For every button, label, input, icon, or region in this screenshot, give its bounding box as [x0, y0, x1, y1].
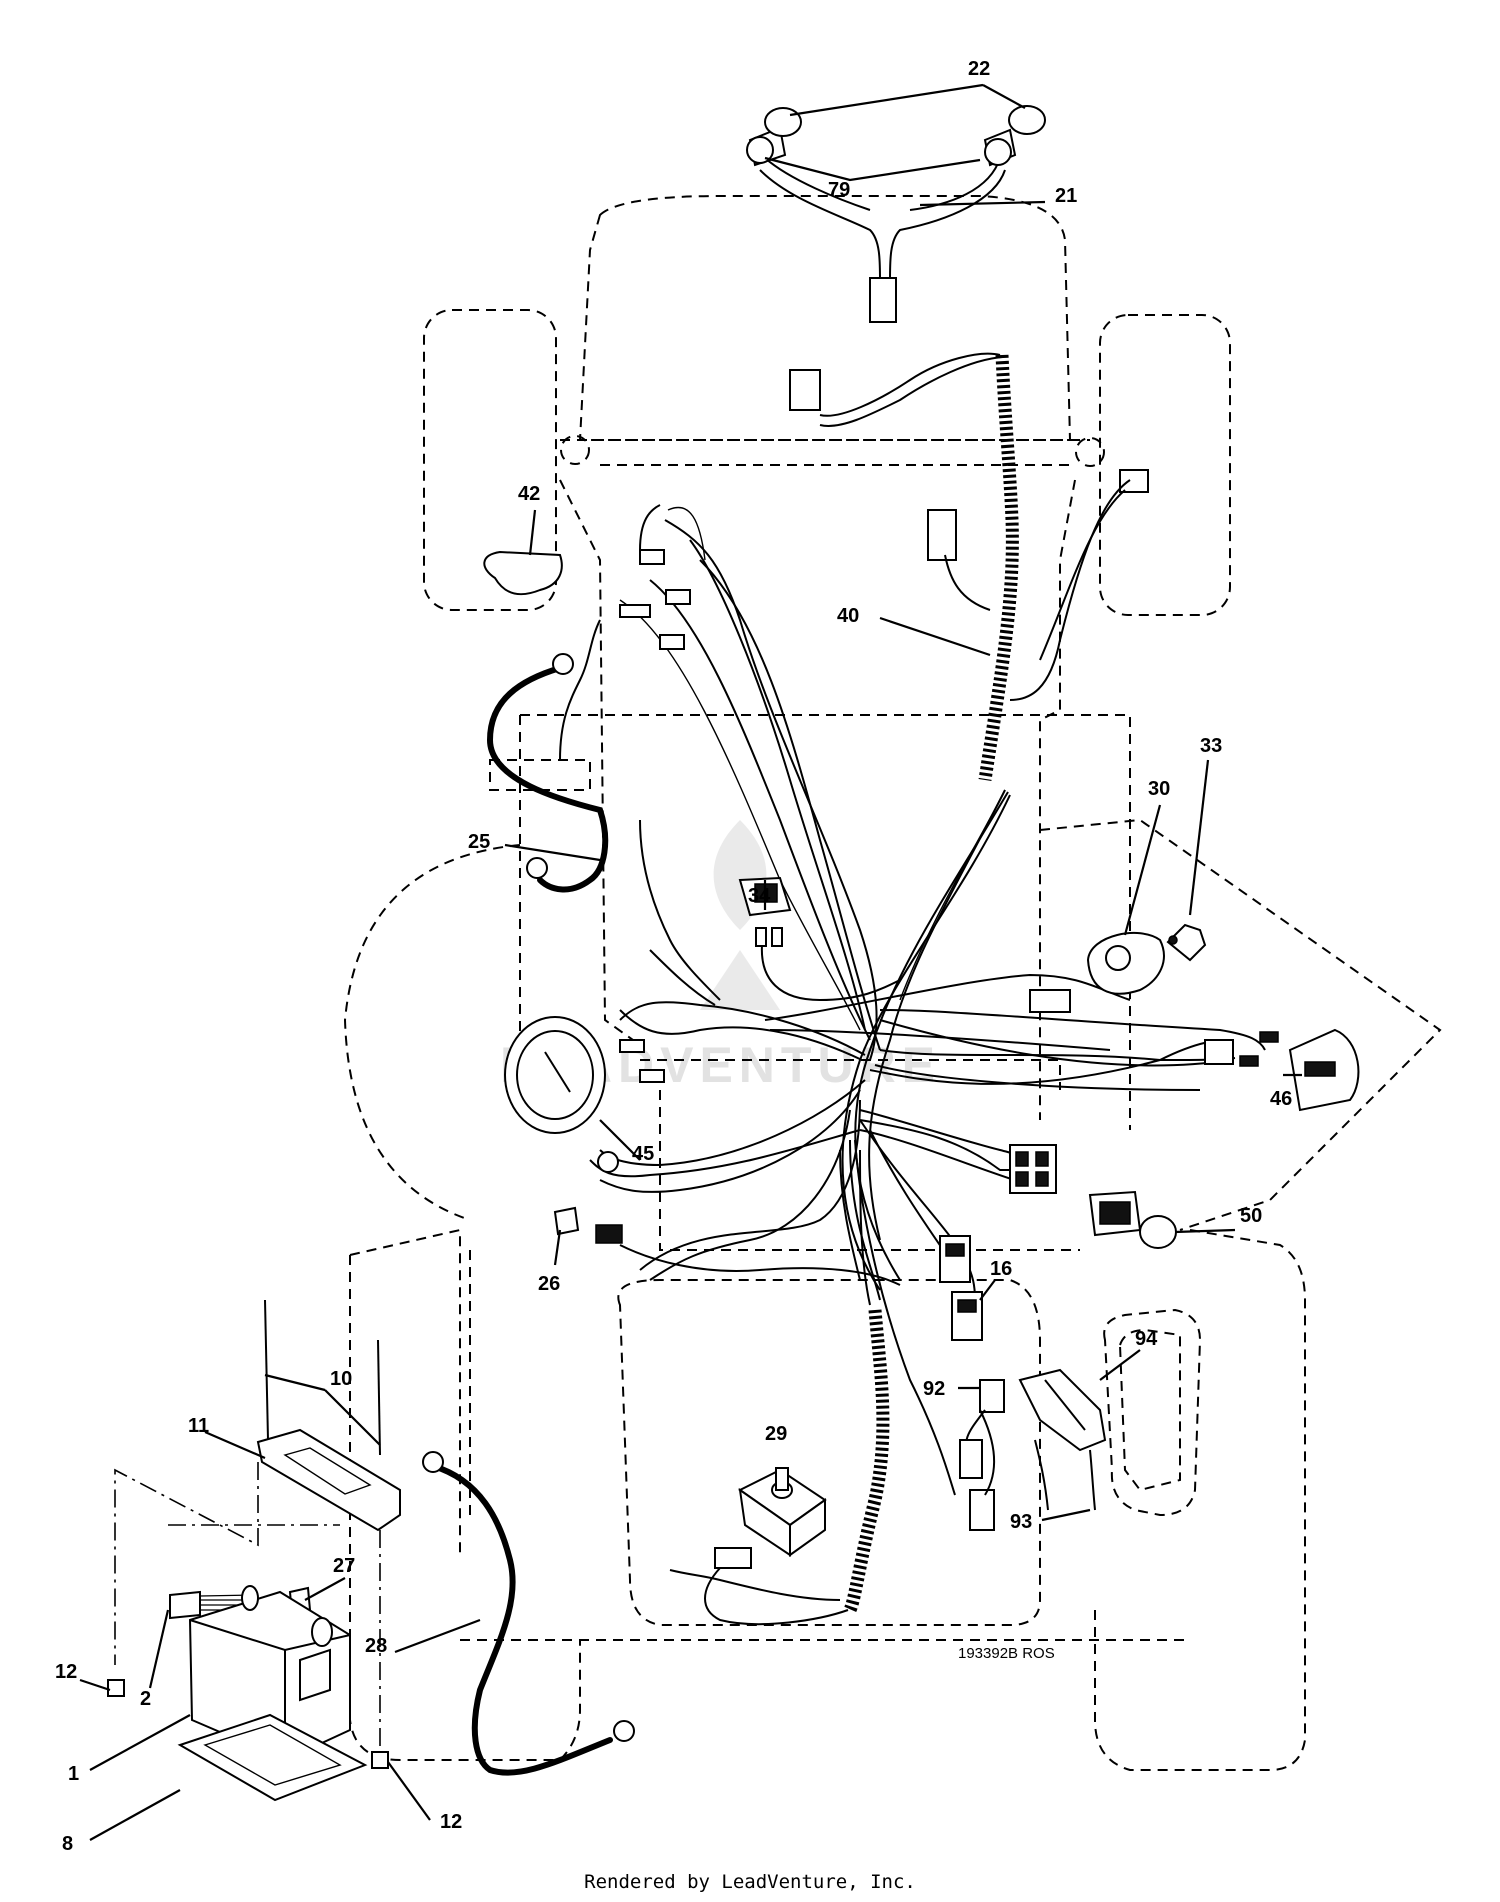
connector — [1204, 1039, 1234, 1065]
callout-11: 11 — [188, 1415, 209, 1437]
callouts: 22 79 21 42 40 33 30 25 34 46 45 50 26 1… — [55, 58, 1292, 1855]
connector-92 — [979, 1379, 1005, 1413]
callout-1: 1 — [68, 1763, 79, 1785]
callout-22: 22 — [968, 58, 990, 80]
callout-50: 50 — [1240, 1205, 1262, 1227]
battery-tray-8 — [177, 1713, 368, 1802]
fuse-26 — [553, 1206, 580, 1236]
connector-right — [1119, 469, 1149, 493]
terminal — [665, 589, 691, 605]
terminal — [619, 1039, 645, 1053]
callout-93: 93 — [1010, 1511, 1032, 1533]
terminal — [1259, 1031, 1279, 1043]
callout-34: 34 — [748, 885, 771, 907]
callout-26: 26 — [538, 1273, 560, 1295]
callout-30: 30 — [1148, 778, 1170, 800]
connector-16 — [939, 1235, 971, 1283]
connector-30 — [1029, 989, 1071, 1013]
bolt-2 — [169, 1590, 201, 1620]
ring-terminal — [526, 857, 548, 879]
coiled-harness-40 — [819, 352, 1019, 781]
main-harness — [559, 504, 1266, 1496]
drawing-code: 193392B ROS — [958, 1645, 1055, 1662]
callout-46: 46 — [1270, 1088, 1292, 1110]
cable-25 — [486, 653, 609, 893]
clip-42 — [483, 550, 563, 596]
footer-credit: Rendered by LeadVenture, Inc. — [584, 1871, 916, 1893]
connector — [969, 1489, 995, 1531]
callout-8: 8 — [62, 1833, 73, 1855]
ring-terminal — [613, 1720, 635, 1742]
connector-29 — [714, 1547, 752, 1569]
callout-42: 42 — [518, 483, 540, 505]
coiled-cable-lower — [669, 1149, 890, 1613]
battery-holddown-11 — [256, 1428, 401, 1532]
bulb-22-left — [764, 107, 802, 137]
callout-10: 10 — [330, 1368, 352, 1390]
battery-hardware — [107, 1299, 401, 1802]
connector — [959, 1439, 983, 1479]
callout-45: 45 — [632, 1143, 654, 1165]
components — [483, 369, 1360, 1626]
ring-terminal — [552, 653, 574, 675]
ring-terminal — [422, 1451, 444, 1473]
connector-mid — [927, 509, 957, 561]
clip-12-left — [107, 1679, 125, 1697]
callout-28: 28 — [365, 1635, 387, 1657]
connector-top — [789, 369, 821, 411]
callout-92: 92 — [923, 1378, 945, 1400]
terminal — [619, 604, 651, 618]
headlight-assembly — [746, 105, 1046, 323]
battery-cable-28 — [422, 1451, 635, 1776]
terminal — [639, 1069, 665, 1083]
clip-12-right — [371, 1751, 389, 1769]
terminal — [639, 549, 665, 565]
watermark-flame-icon — [700, 820, 780, 1010]
ring-terminal — [597, 1151, 619, 1173]
leader-lines — [79, 83, 1302, 1841]
callout-2: 2 — [140, 1688, 151, 1710]
headlight-connector — [869, 277, 897, 323]
callout-12-left: 12 — [55, 1661, 77, 1683]
key-33 — [1166, 923, 1207, 962]
tractor-outline — [343, 195, 1442, 1771]
callout-33: 33 — [1200, 735, 1222, 757]
callout-16: 16 — [990, 1258, 1012, 1280]
connector-16b — [951, 1291, 983, 1341]
callout-27: 27 — [333, 1555, 355, 1577]
callout-94: 94 — [1135, 1328, 1158, 1350]
callout-25: 25 — [468, 831, 490, 853]
callout-12-right: 12 — [440, 1811, 462, 1833]
callout-79: 79 — [828, 179, 850, 201]
terminal — [659, 634, 685, 650]
callout-21: 21 — [1055, 185, 1077, 207]
terminal — [1239, 1055, 1259, 1067]
switch-94 — [1018, 1368, 1107, 1452]
callout-40: 40 — [837, 605, 859, 627]
callout-29: 29 — [765, 1423, 787, 1445]
bulb-22-right — [1008, 105, 1046, 135]
